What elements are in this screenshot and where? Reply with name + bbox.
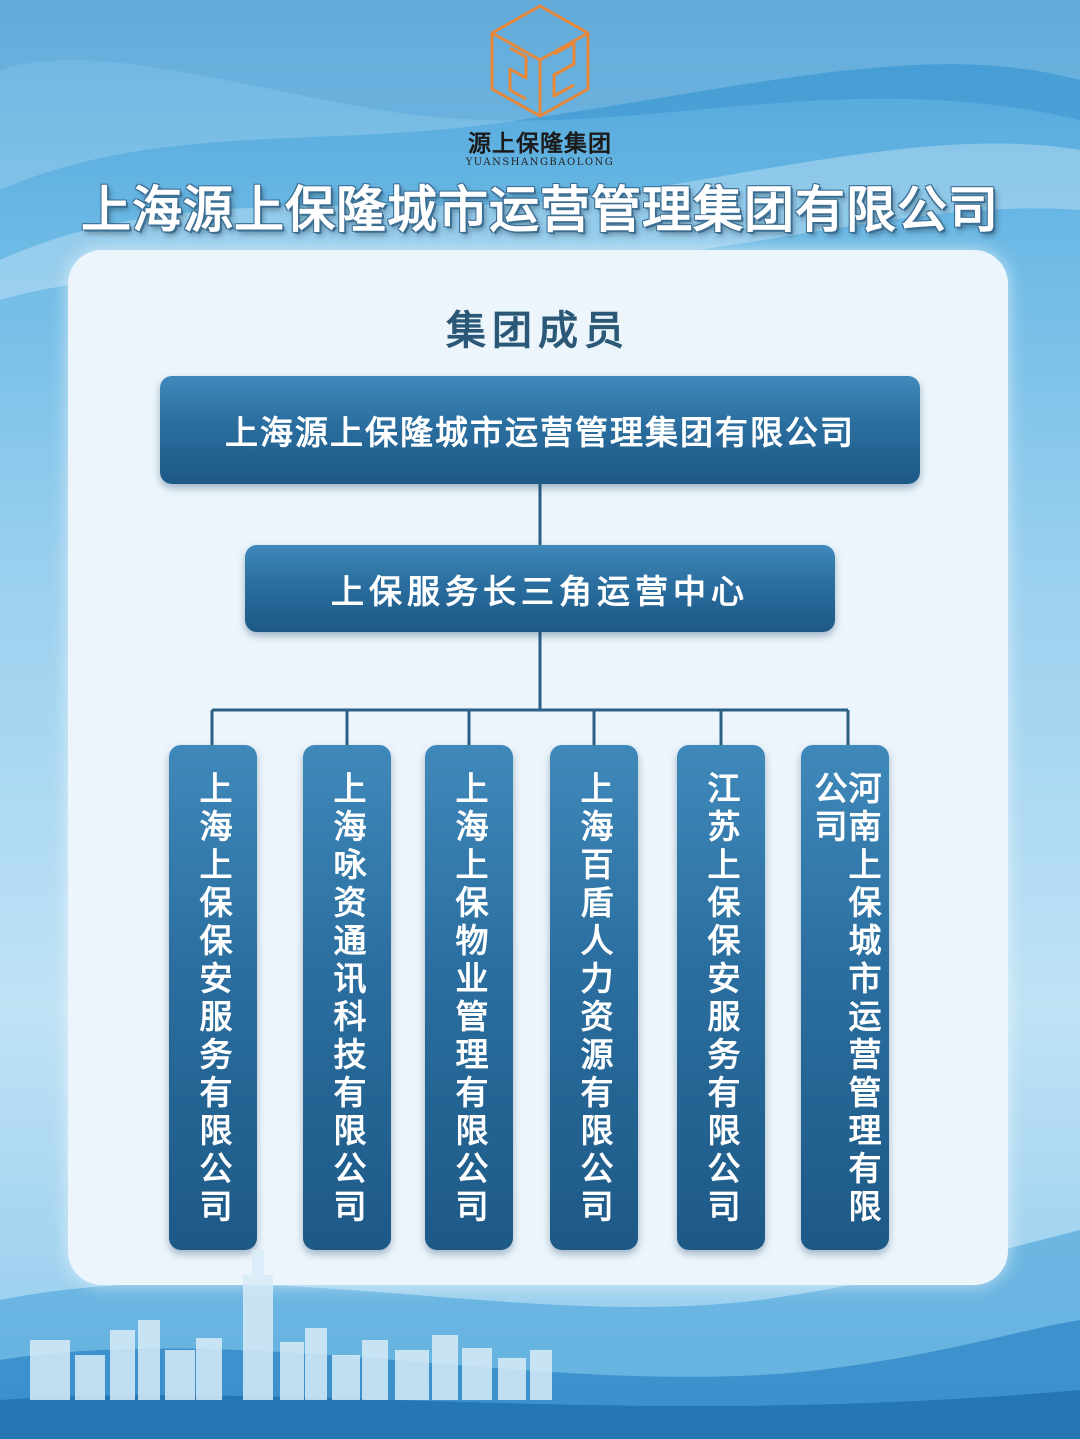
city-skyline-icon (30, 1250, 552, 1400)
member-box: 上海咏资通讯科技有限公司 (303, 745, 391, 1250)
brand-subtitle: YUANSHANGBAOLONG (465, 157, 615, 168)
member-box: 江苏上保保安服务有限公司 (677, 745, 765, 1250)
member-box: 河南上保城市运营管理有限公司 (801, 745, 889, 1250)
org-center-box: 上保服务长三角运营中心 (245, 545, 835, 632)
panel-title: 集团成员 (446, 308, 630, 354)
member-label: 上海上保保安服务有限公司 (194, 771, 233, 1227)
member-label: 江苏上保保安服务有限公司 (702, 771, 741, 1227)
member-box: 上海上保物业管理有限公司 (425, 745, 513, 1250)
member-label: 河南上保城市运营管理有限公司 (809, 771, 882, 1227)
member-label: 上海咏资通讯科技有限公司 (328, 771, 367, 1227)
member-box: 上海上保保安服务有限公司 (169, 745, 257, 1250)
brand-name: 源上保隆集团 (468, 131, 612, 157)
org-root-box: 上海源上保隆城市运营管理集团有限公司 (160, 376, 920, 484)
member-label: 上海上保物业管理有限公司 (450, 771, 489, 1227)
member-label: 上海百盾人力资源有限公司 (575, 771, 614, 1227)
org-root-label: 上海源上保隆城市运营管理集团有限公司 (225, 413, 855, 452)
page-title: 上海源上保隆城市运营管理集团有限公司 (81, 181, 999, 239)
org-center-label: 上保服务长三角运营中心 (331, 571, 749, 611)
member-box: 上海百盾人力资源有限公司 (550, 745, 638, 1250)
company-logo-icon (490, 4, 590, 118)
